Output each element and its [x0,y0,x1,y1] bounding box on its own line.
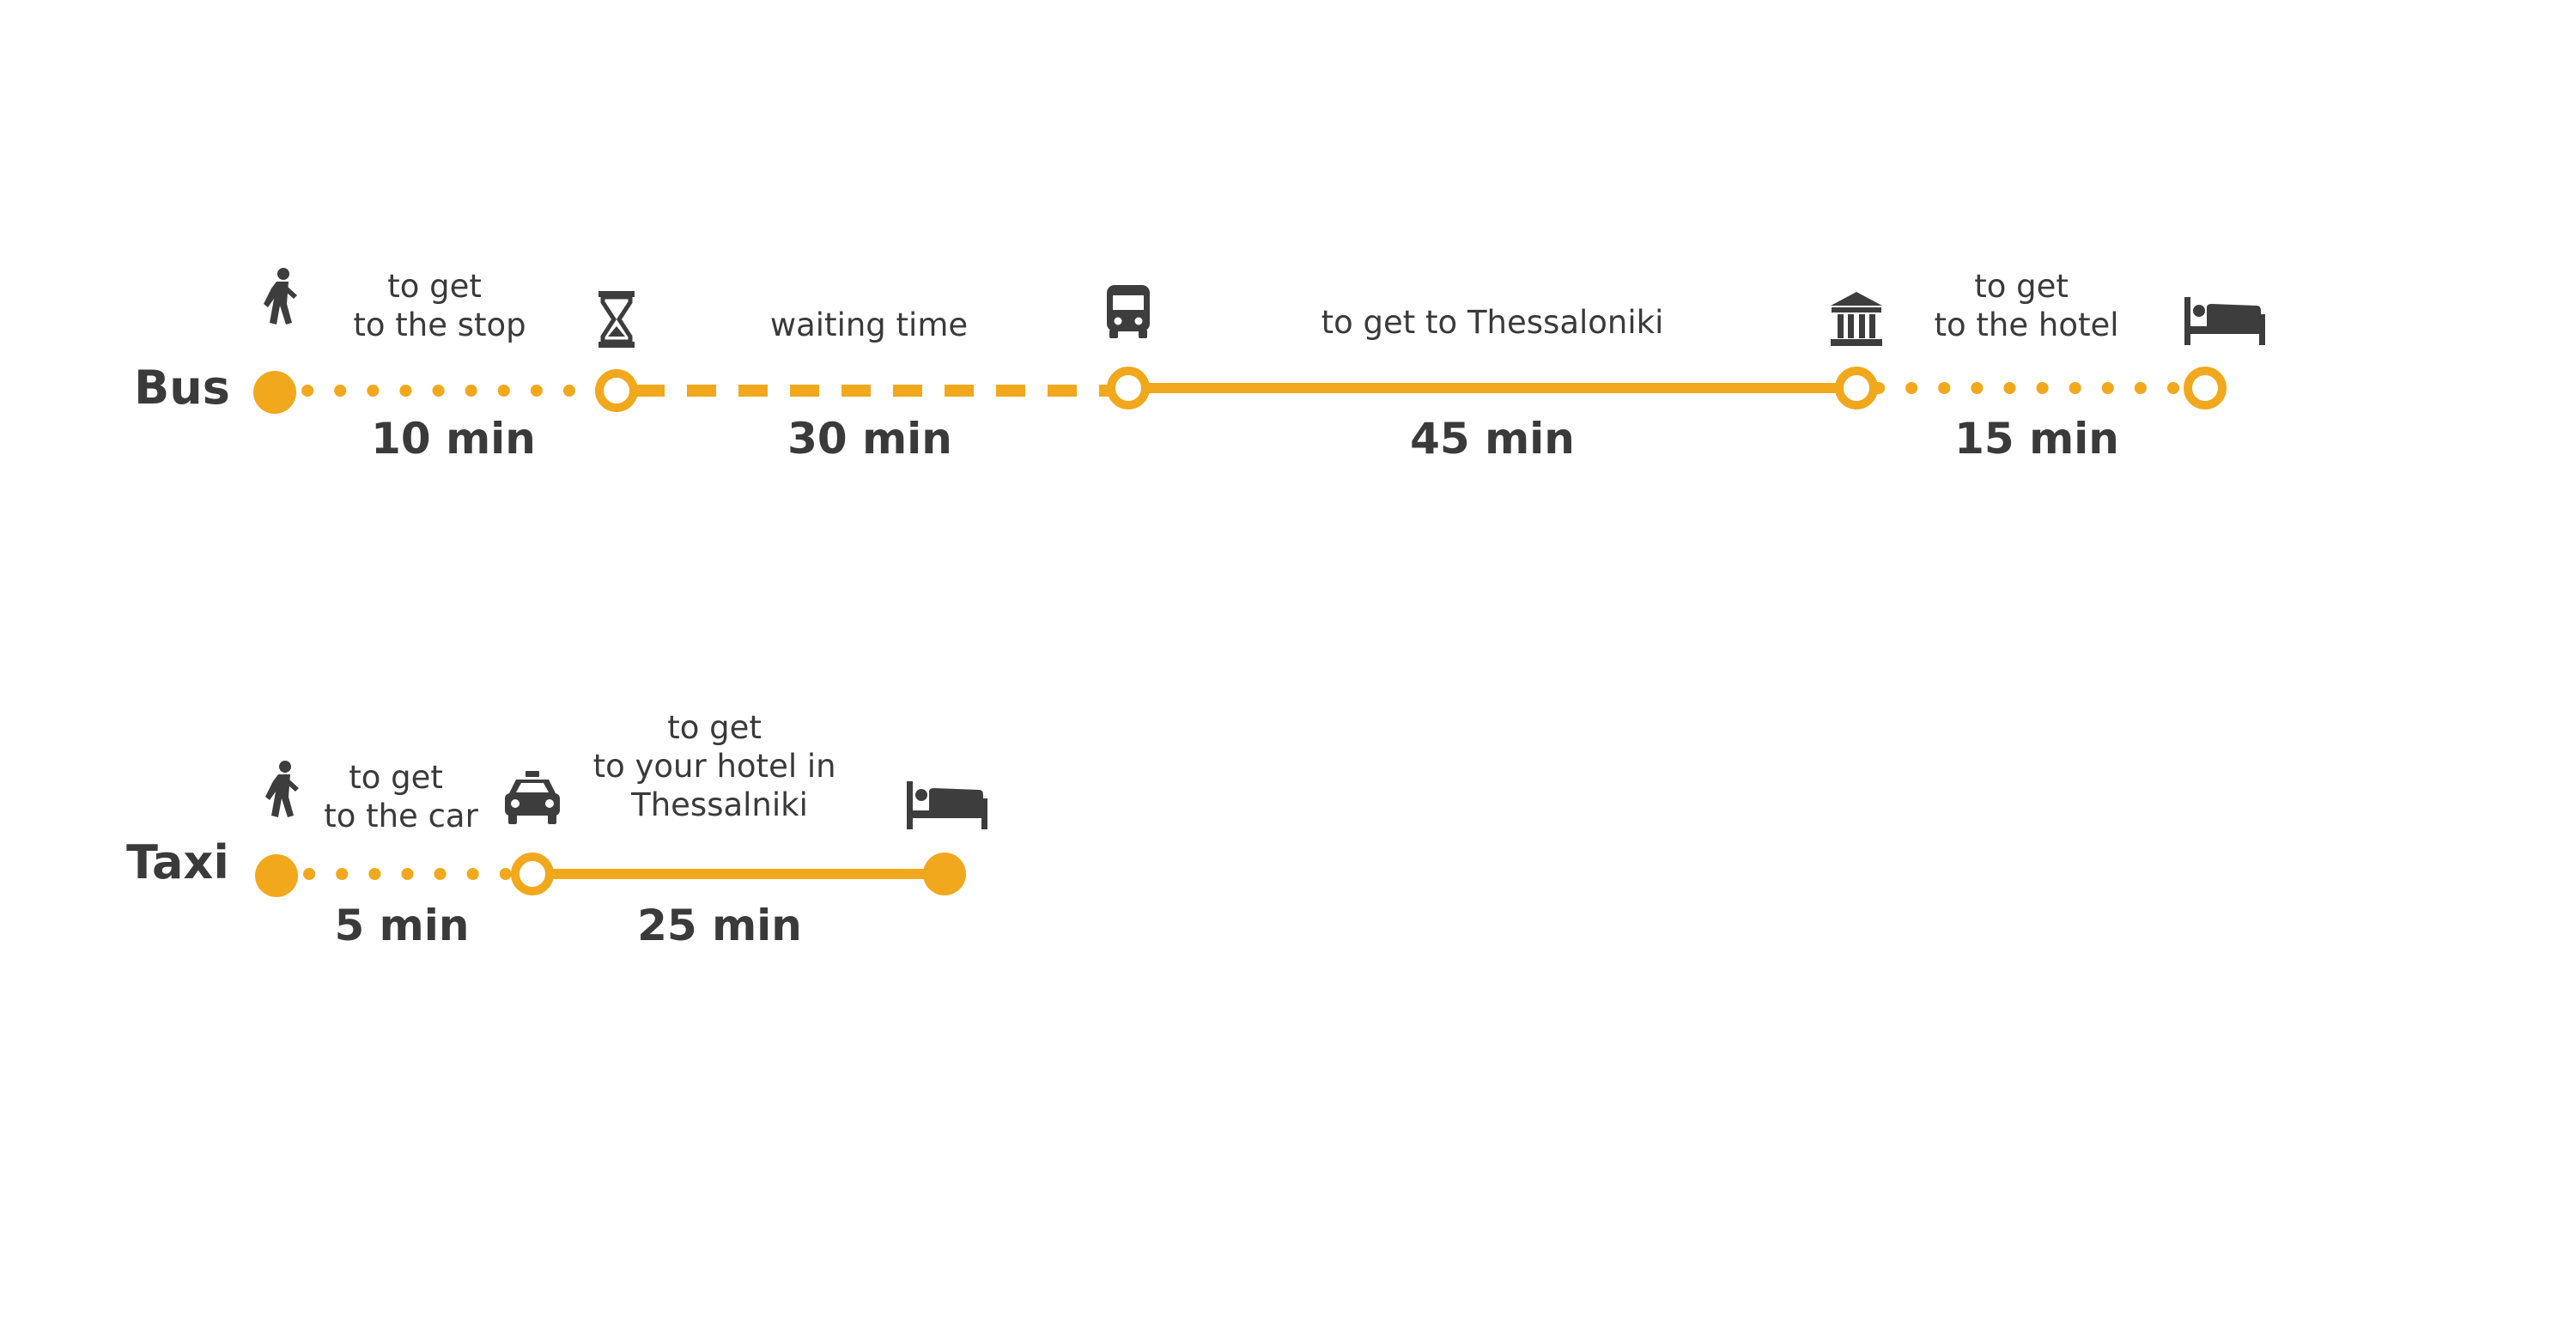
taxi-label: Taxi [126,835,229,889]
taxi-start-node [255,854,298,897]
bus-route: Bus to get to the stop waiting time to g… [134,268,2265,464]
bed-icon [907,781,987,829]
hourglass-icon [598,291,635,348]
taxi-icon [505,771,560,824]
bus-board-node [1107,367,1150,410]
bus-walk-desc: to get to the stop [353,268,526,343]
bus-ride-desc: to get to Thessaloniki [1321,304,1664,341]
bus-stop-node [595,369,638,412]
bus-wait-desc: waiting time [770,306,968,343]
taxi-walk-duration: 5 min [334,901,469,950]
taxi-pickup-node [511,853,554,895]
bus-icon [1107,285,1150,338]
taxi-walk-desc: to get to the car [324,759,478,834]
taxi-hotel-node [923,853,966,895]
bus-hotel-walk-duration: 15 min [1954,414,2119,464]
bus-hotel-node [2184,367,2227,410]
bus-hotel-desc: to get to the hotel [1934,268,2118,343]
bus-label: Bus [134,361,230,415]
taxi-ride-duration: 25 min [637,901,802,950]
pedestrian-icon [265,761,299,817]
taxi-ride-desc: to get to your hotel in Thessalniki [593,709,847,823]
museum-icon [1831,292,1882,346]
bus-ride-duration: 45 min [1410,414,1575,464]
bus-wait-duration: 30 min [787,414,952,464]
bus-walk-duration: 10 min [371,414,536,464]
bus-start-node [253,371,296,414]
pedestrian-icon [264,268,297,325]
bus-arrival-node [1835,367,1878,410]
taxi-route: Taxi to get to the car to get to your ho… [126,709,987,950]
bed-icon [2184,297,2265,345]
